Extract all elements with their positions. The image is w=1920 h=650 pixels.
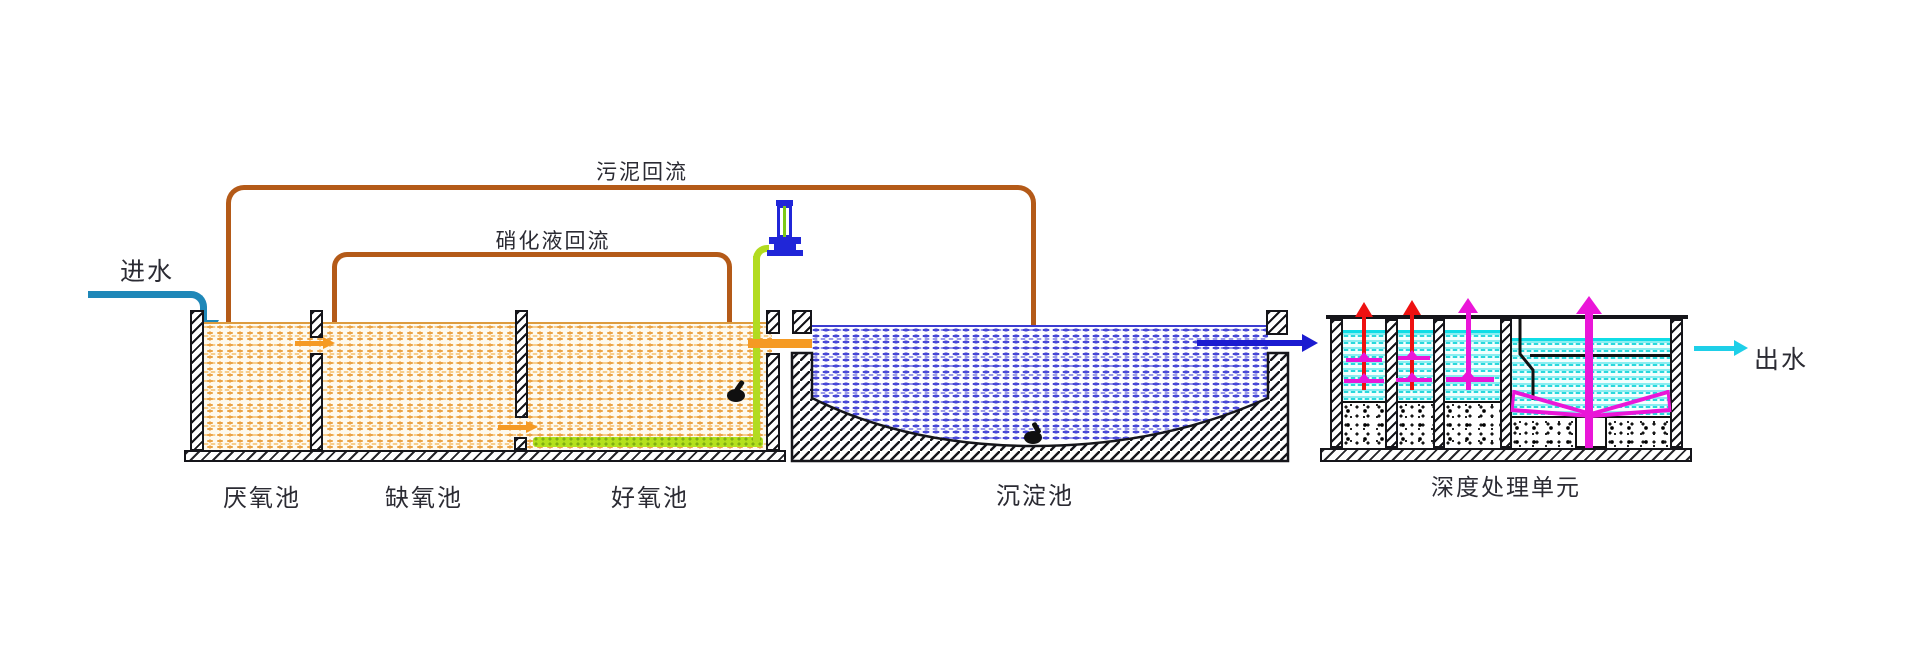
clarifier-outflow-arrowhead-icon [1302, 334, 1318, 352]
upflow-arrow [1466, 312, 1471, 390]
flow-arrow-anaerobic-anoxic [295, 341, 323, 346]
blower-cap [776, 200, 793, 206]
advanced-unit-wall [1385, 319, 1398, 448]
tank-wall-aerobic-right-bottom [766, 353, 780, 451]
bioreactor-water [196, 322, 772, 450]
divider-wall-anaerobic-anoxic-bottom [310, 353, 323, 451]
upflow-arrowhead-icon [1576, 296, 1602, 314]
divider-wall-anoxic-aerobic [515, 310, 528, 418]
distributor-bar-peak [1462, 370, 1474, 377]
tank-wall-aerobic-right-top [766, 310, 780, 334]
distributor-bar [1344, 379, 1384, 383]
filter-media [1607, 420, 1670, 448]
distributor-bar [1446, 377, 1494, 382]
advanced-unit-floor [1320, 448, 1692, 462]
distributor-bar-peak [1359, 373, 1369, 379]
sludge-return-label: 污泥回流 [596, 161, 688, 184]
pump-icon [1024, 431, 1042, 444]
filter-cell-water [1398, 330, 1433, 403]
flow-arrow-aerobic-clarifier [748, 339, 812, 348]
advanced-unit-label: 深度处理单元 [1431, 474, 1581, 500]
upflow-arrow [1585, 313, 1593, 448]
nitrified-return-pipe [332, 252, 732, 322]
distributor-bar-peak [1359, 352, 1369, 358]
distributor-bar [1346, 358, 1382, 362]
advanced-unit-top-rim [1326, 315, 1688, 319]
advanced-unit-wall [1670, 319, 1683, 448]
upflow-arrowhead-icon [1403, 300, 1421, 315]
blower-base [769, 237, 801, 244]
advanced-unit-wall [1500, 319, 1512, 448]
clarifier-outflow-arrow [1197, 340, 1302, 346]
clarifier-bowl [790, 351, 1290, 463]
divider-wall-anaerobic-anoxic-top [310, 310, 323, 338]
clarifier-water [812, 325, 1268, 440]
upflow-arrowhead-icon [1458, 298, 1478, 313]
filter-media [1398, 403, 1433, 448]
distributor-bar-peak [1407, 350, 1417, 356]
anoxic-tank-label: 缺氧池 [385, 485, 463, 512]
distributor-bar-peak [1407, 372, 1417, 378]
influent-label: 进水 [120, 258, 175, 286]
distributor-bar [1398, 356, 1430, 360]
advanced-unit-wall [1433, 319, 1445, 448]
clarifier-tank-label: 沉淀池 [996, 483, 1074, 510]
blower-shaft [783, 206, 786, 237]
blower-base [767, 250, 803, 256]
effluent-arrow [1694, 346, 1734, 351]
tank-wall-left [190, 310, 204, 451]
aeration-diffuser [533, 437, 763, 447]
filter-media [1512, 420, 1575, 448]
bioreactor-floor [184, 450, 786, 462]
clarifier-wall-right-top [1266, 310, 1288, 335]
flow-arrowhead-icon [323, 337, 335, 349]
advanced-unit-wall [1330, 319, 1343, 448]
aeration-pipe-elbow [753, 245, 769, 263]
divider-wall-anoxic-aerobic-stub [514, 437, 527, 450]
influent-pipe [88, 291, 207, 323]
filter-media [1343, 403, 1385, 448]
pump-icon [727, 389, 745, 402]
clarifier-wall-left-top [792, 310, 812, 334]
aeration-pipe [753, 256, 760, 442]
sludge-return-pipe [226, 185, 1036, 323]
blower-base [774, 244, 796, 250]
nitrified-return-label: 硝化液回流 [495, 230, 611, 253]
effluent-label: 出水 [1754, 346, 1809, 374]
distributor-icon [1510, 389, 1672, 418]
upflow-arrowhead-icon [1355, 302, 1373, 317]
aerobic-tank-label: 好氧池 [611, 485, 689, 512]
filter-cell-water [1445, 330, 1500, 403]
inlet-downpipe [1518, 318, 1535, 400]
filter-media [1445, 403, 1500, 448]
launder-plate [1530, 354, 1670, 357]
flow-arrow-anoxic-aerobic [498, 425, 526, 430]
flow-arrowhead-icon [526, 421, 538, 433]
effluent-arrowhead-icon [1734, 340, 1748, 356]
anaerobic-tank-label: 厌氧池 [223, 485, 301, 512]
distributor-bar [1396, 378, 1432, 382]
